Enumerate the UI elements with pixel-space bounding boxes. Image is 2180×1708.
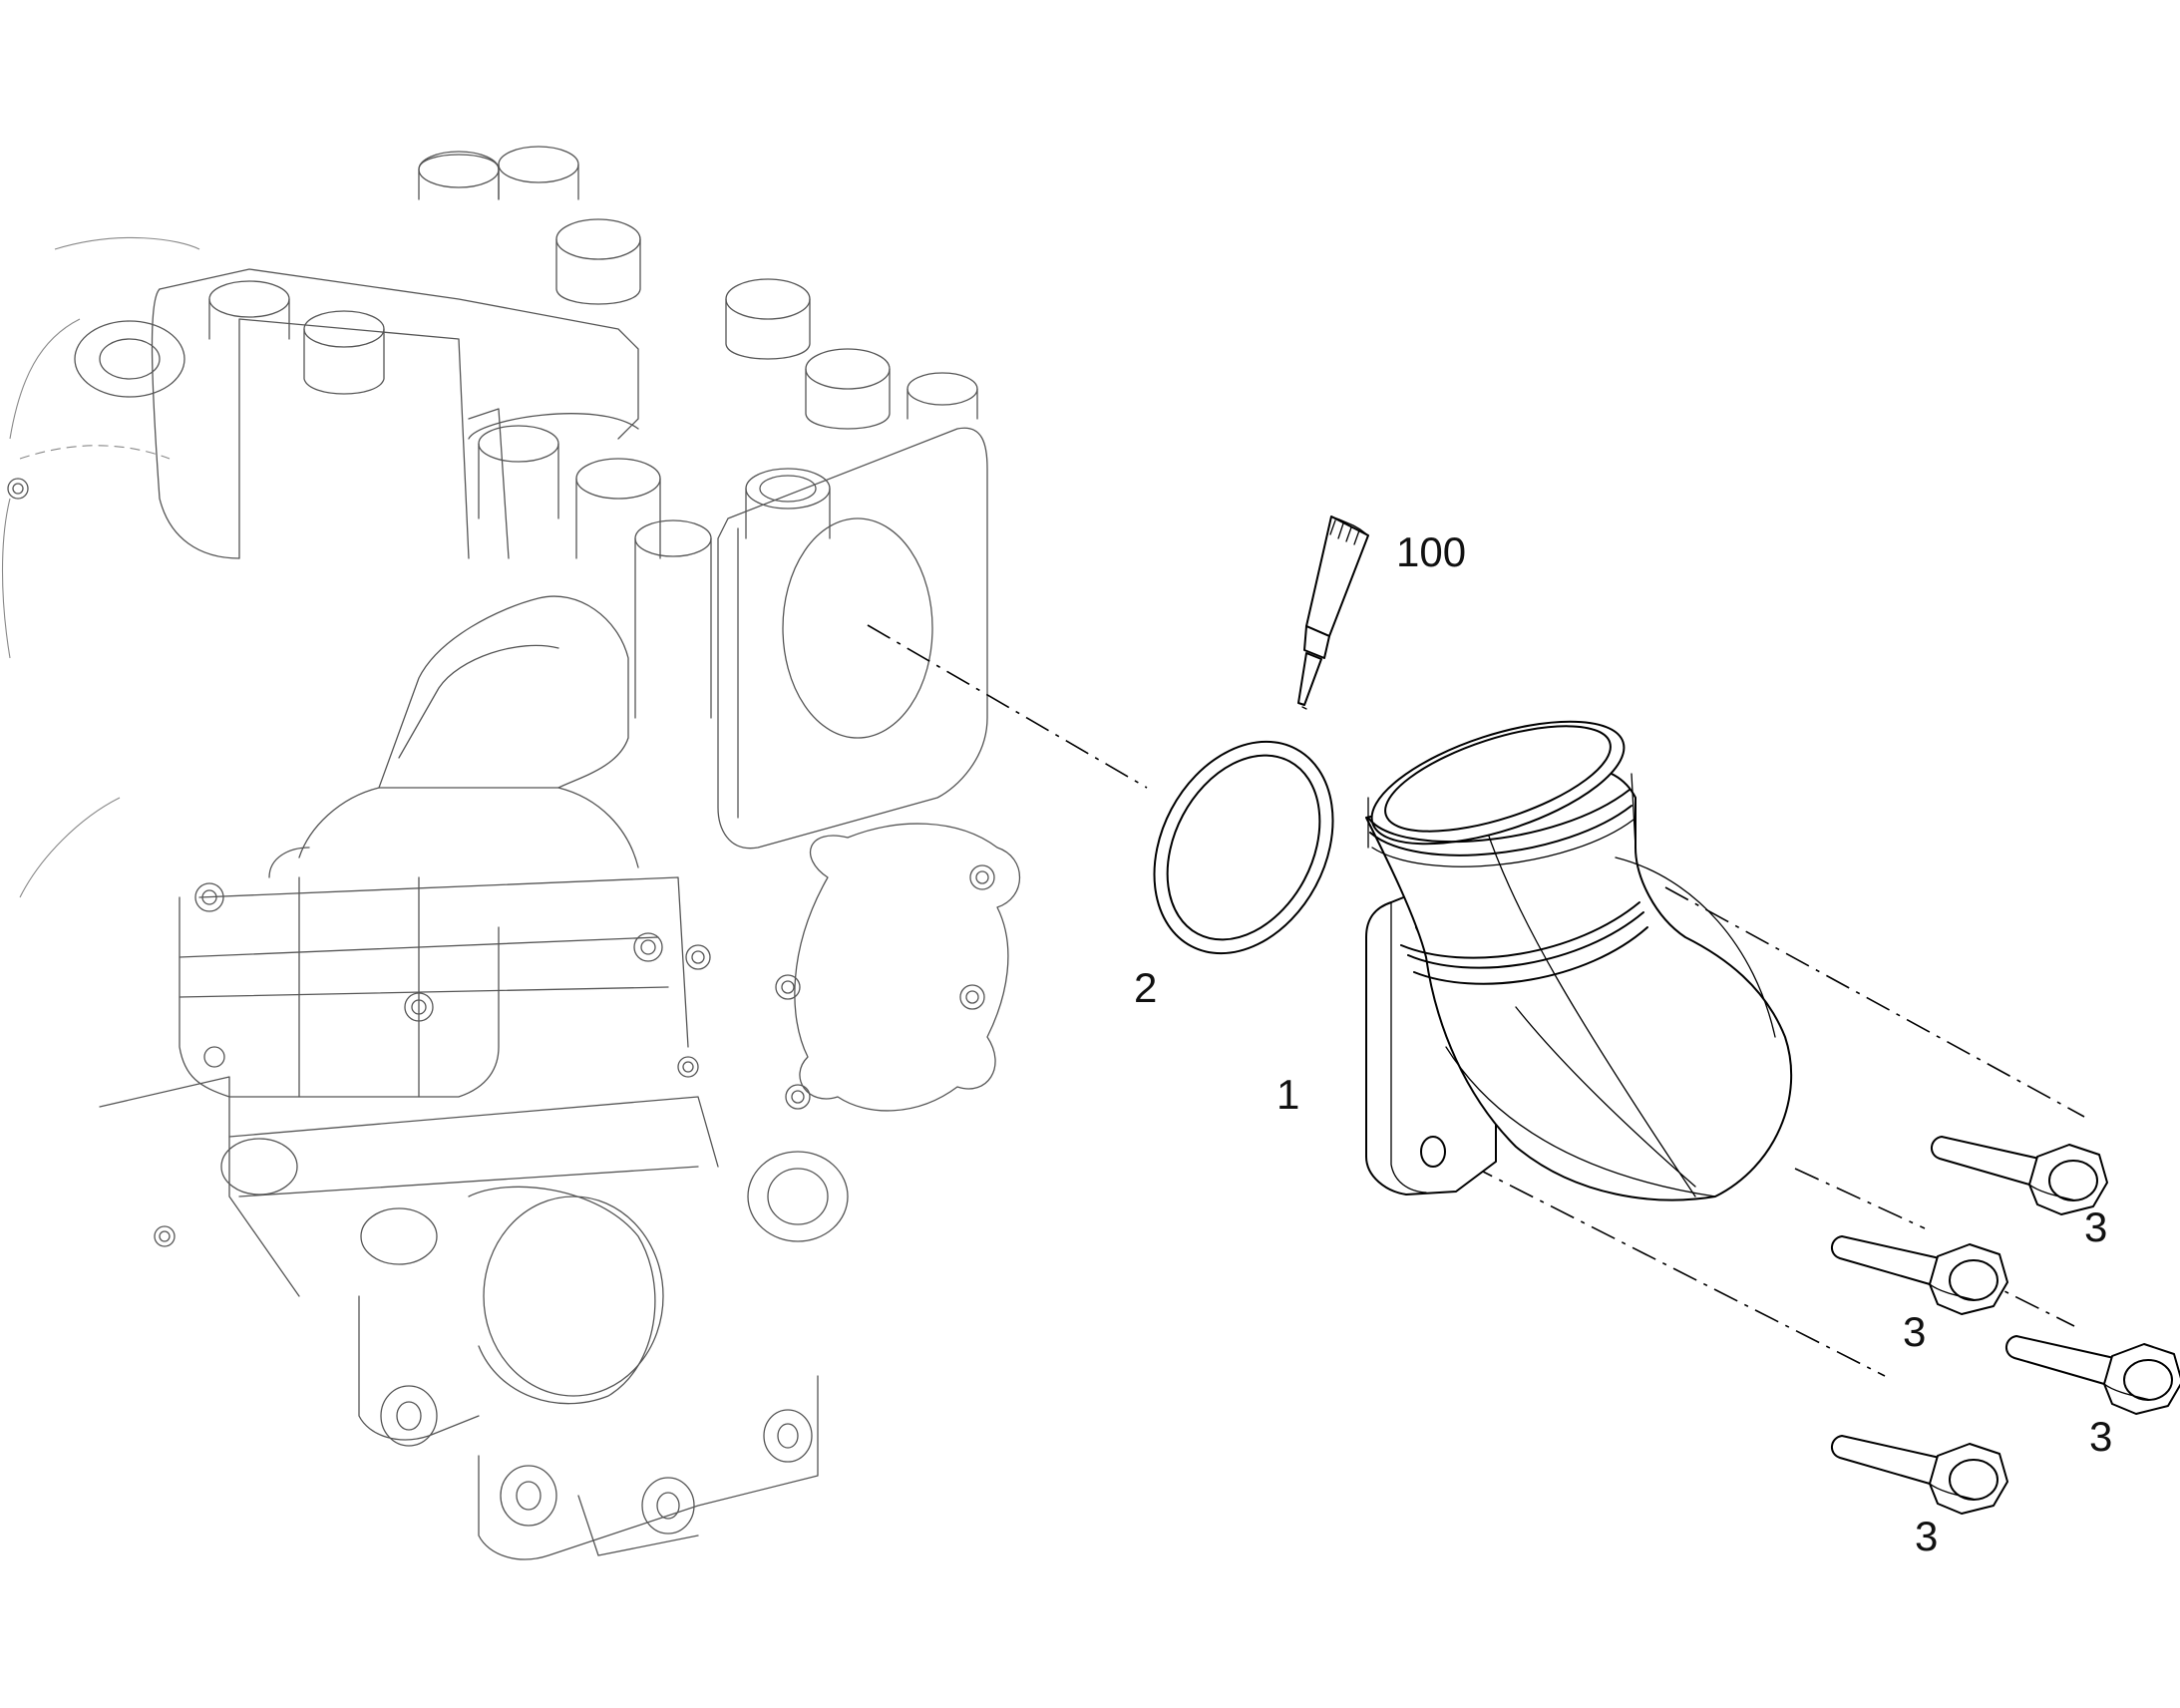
bolt-d-icon — [1831, 1435, 2008, 1515]
bolt-a-icon — [1931, 1136, 2108, 1215]
callout-3-d: 3 — [1915, 1513, 1938, 1559]
callout-3-c: 3 — [2089, 1413, 2112, 1460]
engine-housing — [1, 146, 1020, 1560]
o-ring-icon — [1153, 740, 1334, 955]
bolt-c-icon — [2005, 1335, 2180, 1415]
elbow-fitting-icon — [1365, 720, 1793, 1201]
callout-1: 1 — [1276, 1071, 1299, 1118]
callout-3-a: 3 — [2084, 1203, 2107, 1250]
sealant-tube-icon — [1297, 515, 1369, 710]
callout-100: 100 — [1396, 528, 1466, 575]
bolt-b-icon — [1831, 1235, 2008, 1315]
callout-2: 2 — [1134, 964, 1157, 1011]
callout-3-b: 3 — [1903, 1308, 1926, 1355]
